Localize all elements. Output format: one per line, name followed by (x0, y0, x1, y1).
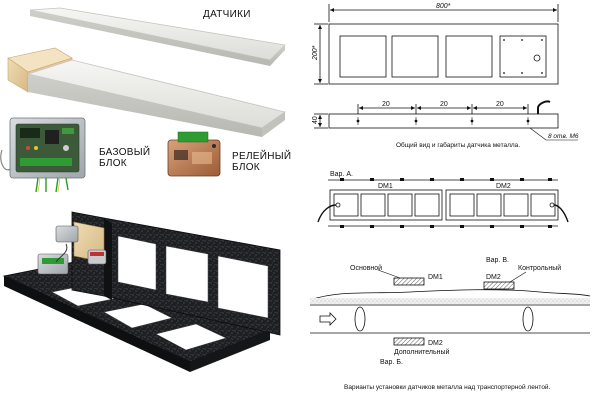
side-view-spacing-1: 20 (382, 101, 390, 108)
hole-note: 8 отв. М6 (548, 133, 579, 140)
variant-a-dm1: DM1 (378, 183, 393, 190)
side-view-drawing (314, 100, 578, 141)
granite-frame-photo (2, 211, 281, 372)
technical-drawings: 40 20 20 20 8 отв. М6 800* 200* Общий ви… (309, 3, 591, 391)
belt-variant-drawing (309, 269, 591, 346)
top-view-drawing (314, 4, 559, 85)
top-view-width-dim: 800* (436, 3, 451, 10)
sensors-label: ДАТЧИКИ (203, 9, 251, 20)
variant-a-drawing (317, 178, 569, 228)
general-view-caption: Общий вид и габариты датчика металла. (396, 141, 520, 149)
control-sensor-label: Контрольный (518, 264, 561, 272)
belt-dm2-additional: DM2 (428, 340, 443, 347)
side-view-spacing-3: 20 (496, 101, 504, 108)
variant-a-dm2: DM2 (496, 183, 511, 190)
variant-b-label: Вар. В. (486, 257, 509, 264)
side-view-height-dim: 40 (312, 116, 319, 124)
side-view-spacing-2: 20 (440, 101, 448, 108)
relay-unit-photo (167, 131, 221, 177)
variant-b2-label: Вар. Б. (380, 359, 403, 366)
variant-a-label: Вар. А. (330, 171, 353, 178)
sensor-panel-upper (29, 7, 286, 66)
belt-dm2-control: DM2 (486, 274, 501, 281)
additional-sensor-label: Дополнительный (394, 348, 450, 356)
base-unit-photo (0, 117, 86, 193)
base-unit-label: БАЗОВЫЙ БЛОК (99, 147, 151, 169)
belt-dm1: DM1 (428, 274, 443, 281)
sensor-panel-lower (26, 59, 286, 137)
belt-variants-caption: Варианты установки датчиков металла над … (344, 383, 551, 391)
photo-area (0, 7, 286, 372)
main-sensor-label: Основной (350, 264, 382, 272)
top-view-height-dim: 200* (312, 45, 319, 61)
relay-unit-label: РЕЛЕЙНЫЙ БЛОК (232, 151, 292, 173)
